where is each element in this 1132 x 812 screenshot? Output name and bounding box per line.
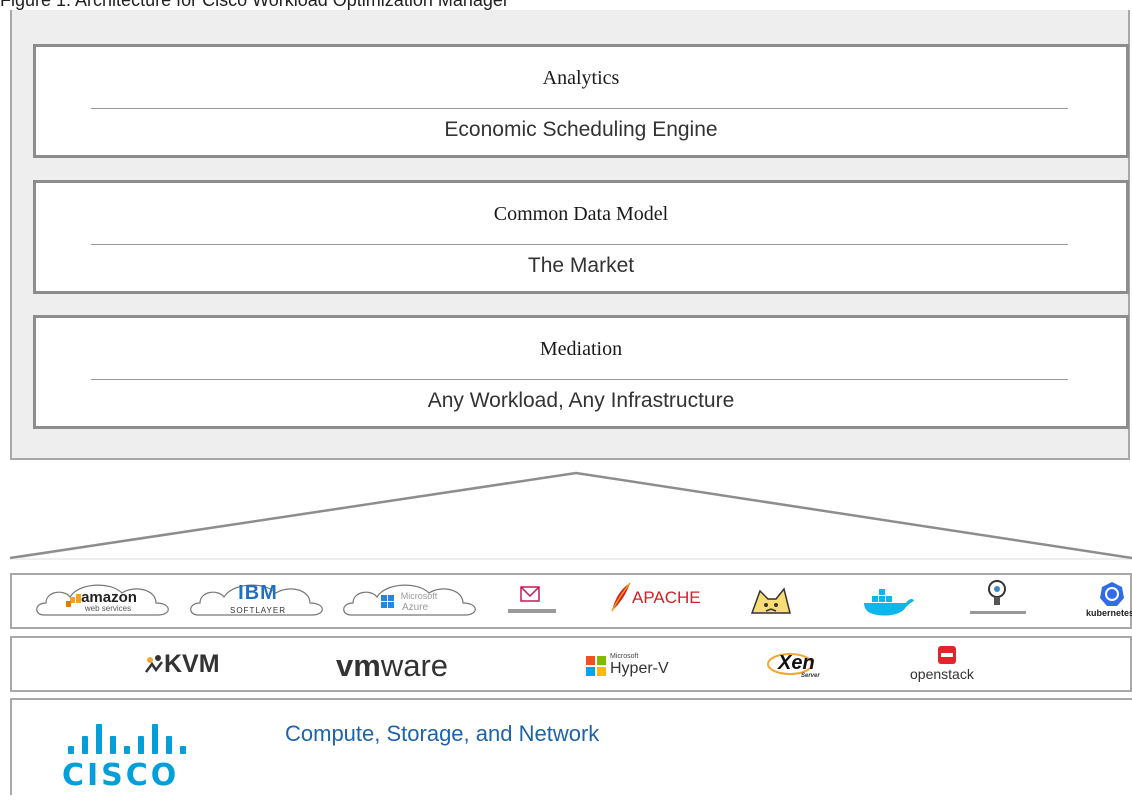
layer-mediation: Mediation Any Workload, Any Infrastructu…	[33, 315, 1129, 429]
openstack-label: openstack	[910, 666, 974, 682]
xen-label: Xen	[778, 652, 815, 674]
vmware-prefix: vm	[336, 648, 381, 683]
vmware-logo: vmware	[336, 648, 448, 684]
softlayer-label: SOFTLAYER	[230, 606, 286, 615]
apache-feather-icon	[611, 582, 631, 612]
kubernetes-label: kubernetes	[1085, 608, 1132, 618]
service-discovery-logo	[970, 580, 1026, 614]
layer-title: Common Data Model	[493, 203, 669, 225]
envelope-logo	[508, 586, 556, 613]
microsoft-azure-logo	[343, 584, 476, 616]
cloud-platforms-row: amazon web services IBM SOFTLAYER Micros…	[10, 573, 1132, 629]
layer-subtitle: Any Workload, Any Infrastructure	[427, 389, 735, 412]
hyperv-vendor: Microsoft	[610, 653, 639, 660]
cisco-logo: CISCO	[56, 722, 196, 812]
layer-title: Analytics	[542, 67, 620, 89]
azure-vendor-label: Microsoft	[400, 591, 438, 601]
cisco-wordmark: CISCO	[62, 758, 180, 793]
infrastructure-row: CISCO Compute, Storage, and Network	[10, 698, 1132, 795]
azure-label: Azure	[401, 602, 429, 613]
funnel-shape	[9, 471, 1132, 560]
hyperv-label: Hyper-V	[610, 660, 669, 677]
layer-subtitle: The Market	[527, 254, 635, 277]
layer-analytics: Analytics Economic Scheduling Engine	[33, 44, 1129, 158]
figure-caption: Figure 1. Architecture for Cisco Workloa…	[0, 0, 509, 10]
amazon-sublabel: web services	[84, 604, 132, 613]
layer-common-data-model: Common Data Model The Market	[33, 180, 1129, 294]
docker-whale-icon	[864, 589, 914, 616]
tomcat-logo-icon	[750, 587, 791, 614]
xen-swoosh-icon	[767, 653, 813, 675]
hypervisor-row: KVM vmware Microsoft Hyper-V Xen Server …	[10, 636, 1132, 692]
infrastructure-label: Compute, Storage, and Network	[285, 721, 600, 746]
ibm-softlayer-logo	[190, 584, 323, 616]
layer-subtitle: Economic Scheduling Engine	[444, 118, 718, 141]
openstack-icon	[938, 646, 956, 664]
windows-icon	[586, 656, 606, 676]
layer-divider	[91, 108, 1068, 109]
amazon-label: amazon	[81, 589, 137, 606]
apache-label: APACHE	[632, 588, 701, 607]
amazon-web-services-logo	[36, 584, 169, 616]
vmware-suffix: ware	[380, 648, 449, 683]
kubernetes-icon	[1100, 582, 1124, 606]
ibm-label: IBM	[238, 582, 278, 604]
layer-title: Mediation	[539, 338, 623, 360]
layer-divider	[91, 244, 1068, 245]
layer-divider	[91, 379, 1068, 380]
xen-server-label: Server	[801, 673, 820, 679]
kvm-penguin-icon	[145, 655, 163, 673]
kvm-label: KVM	[164, 650, 220, 678]
cisco-bars-icon	[56, 722, 196, 754]
